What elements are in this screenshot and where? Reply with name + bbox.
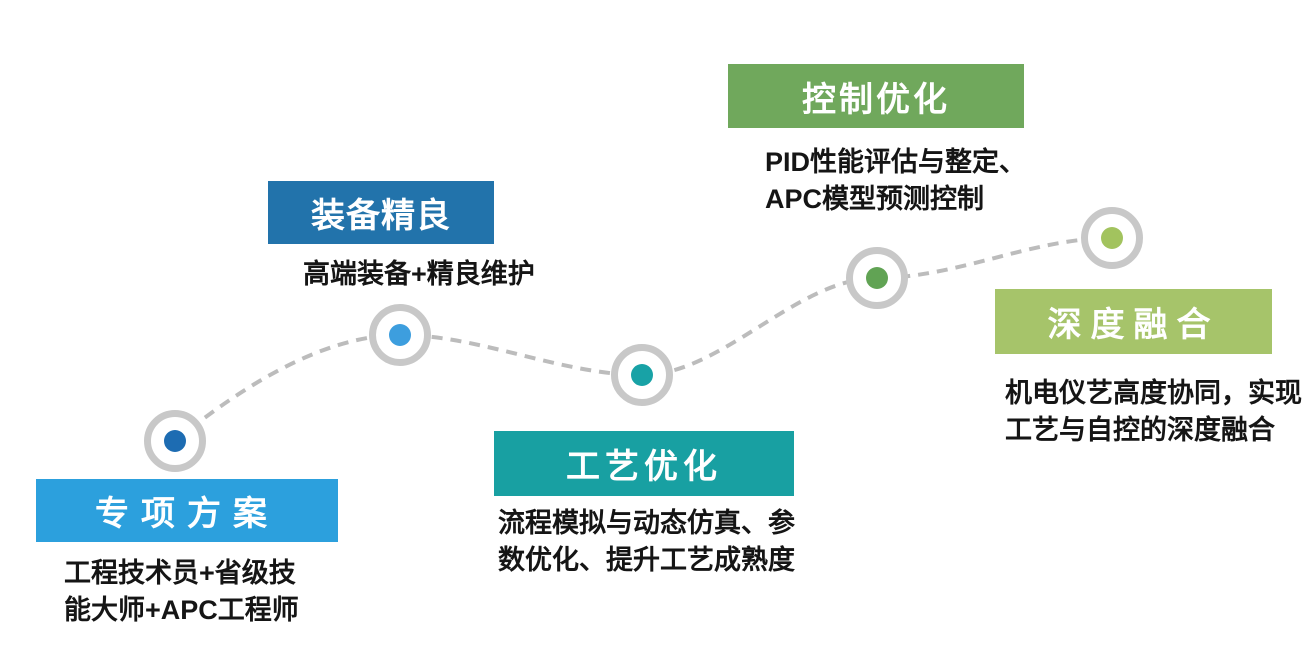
milestone-node-special-solutions	[144, 410, 206, 472]
milestone-node-deep-integration	[1081, 207, 1143, 269]
stage-header-box: 深度融合	[995, 289, 1272, 354]
stage-title: 工艺优化	[566, 448, 722, 486]
stage-title: 控制优化	[802, 80, 950, 119]
stage-description: 高端装备+精良维护	[303, 259, 535, 289]
stage-special-solutions: 专项方案 工程技术员+省级技 能大师+APC工程师	[36, 479, 338, 625]
milestone-dot	[1101, 227, 1123, 249]
stage-control-optimization: 控制优化 PID性能评估与整定、 APC模型预测控制	[728, 64, 1026, 214]
stage-title: 装备精良	[311, 197, 451, 235]
stage-description: 工程技术员+省级技 能大师+APC工程师	[64, 558, 299, 626]
stage-description: 流程模拟与动态仿真、参 数优化、提升工艺成熟度	[498, 508, 795, 576]
stage-header-box: 控制优化	[728, 64, 1024, 128]
milestone-node-superior-equipment	[369, 304, 431, 366]
milestone-dot	[164, 430, 186, 452]
stage-title: 专项方案	[95, 495, 279, 533]
stage-description: 机电仪艺高度协同，实现 工艺与自控的深度融合	[1005, 378, 1302, 446]
stage-header-box: 装备精良	[268, 181, 494, 244]
milestone-dot	[631, 364, 653, 386]
stage-process-optimization: 工艺优化 流程模拟与动态仿真、参 数优化、提升工艺成熟度	[494, 431, 795, 575]
stage-title: 深度融合	[1047, 306, 1220, 344]
stage-superior-equipment: 装备精良 高端装备+精良维护	[268, 181, 535, 289]
milestone-node-process-optimization	[611, 344, 673, 406]
stage-header-box: 专项方案	[36, 479, 338, 542]
stage-deep-integration: 深度融合 机电仪艺高度协同，实现 工艺与自控的深度融合	[995, 289, 1302, 445]
stage-header-box: 工艺优化	[494, 431, 794, 496]
milestone-dot	[866, 267, 888, 289]
milestone-node-control-optimization	[846, 247, 908, 309]
milestone-dot	[389, 324, 411, 346]
stage-description: PID性能评估与整定、 APC模型预测控制	[765, 147, 1027, 215]
